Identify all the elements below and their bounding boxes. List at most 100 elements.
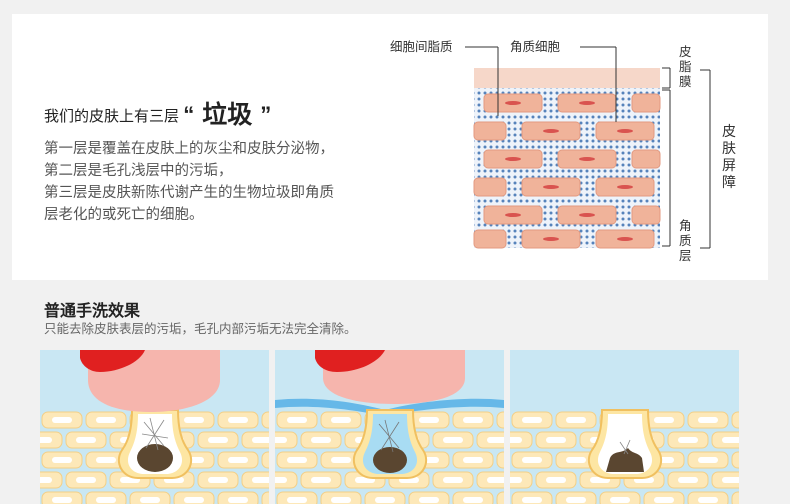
- skin-tile-core: [463, 457, 483, 463]
- water-film: [275, 398, 504, 416]
- skin-tile-core: [522, 417, 542, 423]
- cell-nucleus: [543, 185, 559, 189]
- skin-tile-core: [487, 477, 504, 483]
- keratinocyte-cell: [473, 121, 507, 141]
- cell-nucleus: [505, 101, 521, 105]
- skin-tile-core: [419, 417, 439, 423]
- cell-nucleus: [579, 101, 595, 105]
- label-corneum-2: 质: [679, 234, 692, 248]
- handwash-subtitle: 只能去除皮肤表层的污垢，毛孔内部污垢无法完全清除。: [44, 322, 357, 336]
- skin-tile-core: [443, 437, 463, 443]
- page-heading: 我们的皮肤上有三层 “ 垃圾 ”: [44, 95, 271, 131]
- skin-tile-core: [566, 457, 586, 463]
- label-barrier-3: 屏: [722, 157, 736, 173]
- description-line: 第三层是皮肤新陈代谢产生的生物垃圾即角质: [44, 185, 334, 201]
- skin-tile-core: [463, 417, 483, 423]
- cell-nucleus: [617, 185, 633, 189]
- cell-nucleus: [543, 129, 559, 133]
- heading-emphasis: 垃圾: [202, 101, 253, 129]
- label-barrier-1: 皮: [722, 123, 736, 139]
- label-corneum-3: 层: [679, 249, 692, 263]
- skin-tile-core: [698, 417, 718, 423]
- skin-tile-core: [184, 417, 204, 423]
- label-sebum-2: 脂: [679, 59, 692, 74]
- sebum-strands: [619, 439, 631, 455]
- skin-tile-core: [654, 497, 674, 503]
- keratinocyte-cell: [473, 229, 507, 249]
- cell-nucleus: [505, 213, 521, 217]
- cell-nucleus: [579, 157, 595, 161]
- cell-nucleus: [543, 237, 559, 241]
- handwash-title: 普通手洗效果: [44, 303, 141, 320]
- skin-tile-core: [463, 497, 483, 503]
- label-barrier-4: 障: [722, 174, 736, 190]
- skin-tile-core: [443, 477, 463, 483]
- skin-tile-core: [76, 477, 96, 483]
- skin-tile-core: [722, 477, 739, 483]
- cell-nucleus: [617, 129, 633, 133]
- skin-tile-core: [287, 417, 307, 423]
- skin-tile: [731, 451, 739, 469]
- label-keratinocyte: 角质细胞: [510, 40, 561, 54]
- skin-tile-core: [287, 457, 307, 463]
- skin-tile-core: [375, 497, 395, 503]
- skin-tile-core: [208, 477, 228, 483]
- skin-tile-core: [419, 497, 439, 503]
- cell-nucleus: [617, 237, 633, 241]
- skin-tile-core: [546, 477, 566, 483]
- description-line: 第二层是毛孔浅层中的污垢，: [44, 163, 233, 179]
- layers-description: 第一层是覆盖在皮肤上的灰尘和皮肤分泌物， 第二层是毛孔浅层中的污垢， 第三层是皮…: [44, 138, 374, 226]
- skin-tile: [496, 451, 504, 469]
- skin-tile-core: [546, 437, 566, 443]
- skin-tile-core: [252, 437, 269, 443]
- skin-tile: [261, 411, 269, 429]
- fingernail: [80, 350, 145, 372]
- sebum-strands: [141, 417, 169, 451]
- skin-tile-core: [140, 497, 160, 503]
- skin-tile-core: [52, 417, 72, 423]
- skin-tile-core: [40, 477, 52, 483]
- skin-tile-core: [228, 497, 248, 503]
- pore-dirt: [373, 447, 407, 473]
- skin-tile-core: [275, 437, 287, 443]
- skin-tile-core: [228, 417, 248, 423]
- skin-tile-core: [96, 417, 116, 423]
- label-intercellular-lipid: 细胞间脂质: [390, 39, 453, 54]
- skin-tile: [731, 411, 739, 429]
- skin-tile-core: [698, 497, 718, 503]
- skin-tile-core: [610, 497, 630, 503]
- skin-tile-core: [228, 457, 248, 463]
- skin-tile: [261, 451, 269, 469]
- skin-tile-core: [698, 457, 718, 463]
- skin-barrier-diagram: 细胞间脂质 角质细胞 皮 脂 膜 角 质 层 皮 肤 屏 障: [390, 39, 736, 263]
- skin-tile-core: [52, 457, 72, 463]
- skin-tile: [731, 491, 739, 504]
- skin-tile-core: [522, 457, 542, 463]
- keratinocyte-cell: [631, 93, 661, 113]
- skin-tile-core: [311, 477, 331, 483]
- heading-quote-open: “: [183, 102, 195, 127]
- skin-tile-core: [208, 437, 228, 443]
- heading-prefix: 我们的皮肤上有三层: [44, 108, 180, 125]
- pore-dirt: [137, 444, 173, 472]
- sebum-film-layer: [474, 68, 660, 88]
- skin-tile-core: [331, 457, 351, 463]
- description-line: 层老化的或死亡的细胞。: [44, 207, 204, 223]
- keratinocyte-cell: [631, 149, 661, 169]
- heading-quote-close: ”: [260, 102, 272, 127]
- skin-tile-core: [678, 477, 698, 483]
- skin-tile-core: [654, 417, 674, 423]
- fingernail: [315, 350, 385, 372]
- description-line: 第一层是覆盖在皮肤上的灰尘和皮肤分泌物，: [44, 141, 334, 157]
- label-corneum-1: 角: [679, 219, 692, 233]
- skin-tile-core: [487, 437, 504, 443]
- skin-tile-core: [184, 497, 204, 503]
- skin-tile-core: [566, 417, 586, 423]
- skin-tile-core: [96, 457, 116, 463]
- skin-tile-core: [76, 437, 96, 443]
- cell-nucleus: [579, 213, 595, 217]
- skin-tile-core: [40, 437, 52, 443]
- skin-tile-core: [522, 497, 542, 503]
- skin-tile-core: [566, 497, 586, 503]
- label-barrier-2: 肤: [722, 140, 736, 156]
